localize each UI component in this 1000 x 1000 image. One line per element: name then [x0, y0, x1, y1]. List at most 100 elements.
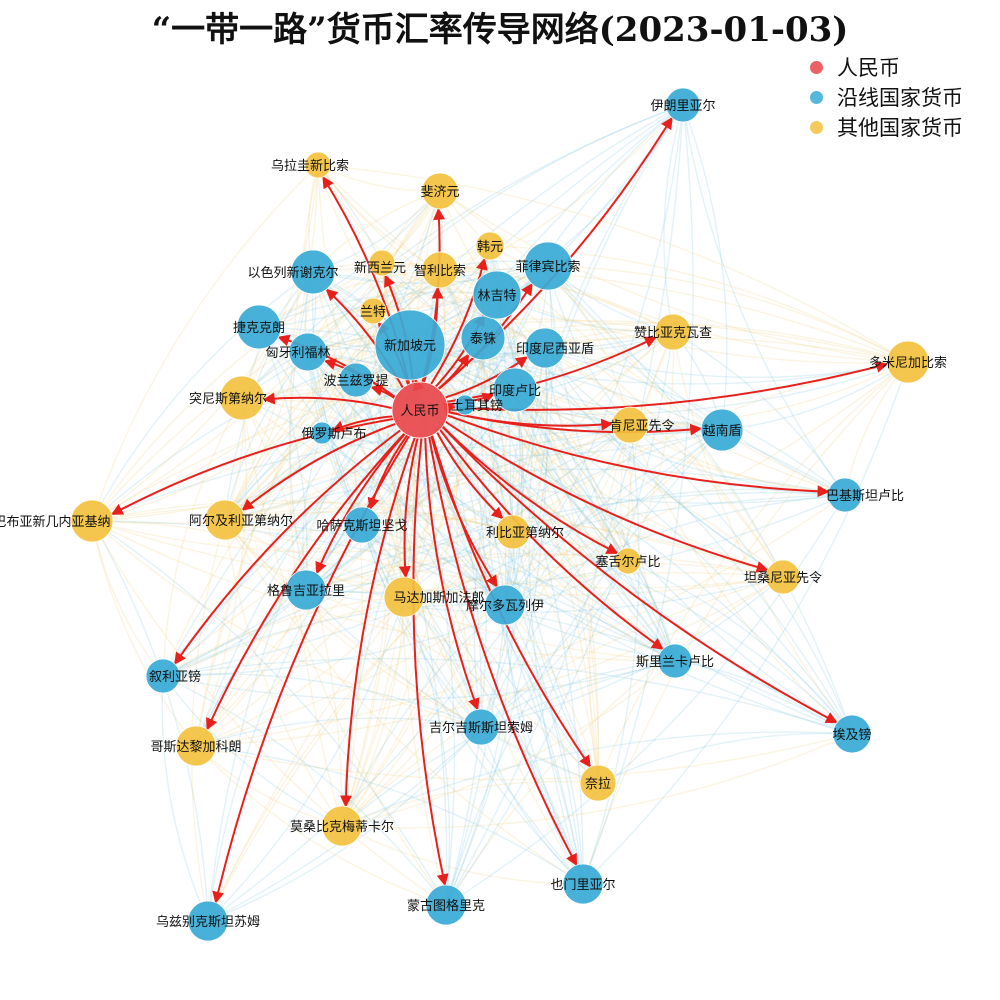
node-label: 埃及镑	[832, 727, 871, 743]
transmission-edge	[241, 397, 447, 906]
node-circle	[290, 249, 336, 295]
transmission-edge	[91, 190, 441, 522]
node-label: 兰特	[360, 305, 386, 320]
transmission-edge	[195, 429, 723, 747]
transmission-edge	[361, 524, 584, 885]
transmission-edge	[162, 389, 516, 677]
transmission-edge	[207, 524, 363, 922]
transmission-edge	[403, 596, 584, 885]
node-other: 兰特	[359, 297, 387, 325]
transmission-edge	[91, 502, 784, 578]
node-other: 突尼斯第纳尔	[189, 375, 267, 421]
rmb-transmission-edge	[441, 426, 838, 724]
rmb-transmission-edge	[110, 417, 394, 516]
node-circle	[832, 714, 872, 754]
transmission-edge	[224, 519, 482, 728]
transmission-edge	[307, 351, 784, 578]
transmission-edge	[445, 576, 784, 906]
transmission-edge	[317, 164, 482, 728]
node-belt-road: 菲律宾比索	[515, 241, 581, 291]
transmission-edge	[312, 266, 909, 363]
transmission-edge	[504, 389, 525, 606]
transmission-edge	[224, 310, 374, 521]
rmb-transmission-edge	[241, 422, 396, 511]
transmission-edge	[289, 271, 314, 591]
transmission-edge	[321, 424, 631, 449]
transmission-edge	[162, 397, 243, 677]
node-other: 巴布亚新几内亚基纳	[0, 499, 114, 543]
transmission-edge	[399, 190, 447, 906]
rmb-transmission-edge	[428, 436, 578, 867]
transmission-edge	[91, 271, 314, 522]
rmb-transmission-edge	[331, 415, 393, 432]
legend-dot-icon	[810, 60, 823, 74]
transmission-edge	[627, 560, 853, 735]
rmb-transmission-edge	[424, 437, 480, 711]
node-label: 新西兰元	[354, 260, 406, 276]
transmission-edge	[544, 347, 784, 578]
transmission-edge	[514, 389, 853, 735]
node-belt-road: 新加坡元	[374, 309, 446, 381]
rmb-transmission-edge	[447, 414, 830, 498]
transmission-edge	[195, 745, 584, 885]
node-label: 吉尔吉斯斯坦索姆	[429, 721, 533, 736]
transmission-edge	[353, 310, 374, 526]
transmission-edge	[241, 294, 498, 399]
transmission-edge	[241, 397, 506, 606]
transmission-edge	[91, 271, 314, 522]
node-label: 乌兹别克斯坦苏姆	[156, 914, 260, 930]
rmb-transmission-edge	[206, 432, 406, 731]
node-belt-road: 哈萨克斯坦坚戈	[316, 506, 408, 544]
transmission-edge	[341, 389, 516, 827]
node-other: 哥斯达黎加科朗	[150, 725, 242, 767]
transmission-edge	[307, 351, 514, 533]
node-circle	[175, 725, 217, 767]
transmission-edge	[547, 265, 846, 496]
transmission-edge	[312, 271, 584, 885]
node-other: 坦桑尼亚先令	[744, 559, 822, 595]
transmission-edge	[511, 347, 546, 533]
transmission-edge	[341, 576, 784, 827]
transmission-edge	[258, 291, 498, 328]
transmission-edge	[207, 424, 631, 922]
node-circle	[454, 394, 476, 416]
transmission-edge	[544, 347, 629, 562]
transmission-edge	[307, 351, 506, 606]
transmission-edge	[480, 429, 723, 728]
node-circle	[462, 708, 500, 746]
node-circle	[765, 559, 801, 595]
rmb-transmission-edge	[447, 410, 703, 436]
node-label: 也门里亚尔	[550, 878, 615, 893]
legend: 人民币 沿线国家货币 其他国家货币	[810, 52, 963, 142]
transmission-edge	[341, 733, 853, 829]
transmission-edge	[672, 331, 853, 735]
transmission-edge	[482, 337, 853, 735]
node-circle	[524, 327, 566, 369]
node-label: 韩元	[477, 240, 503, 255]
node-circle	[374, 309, 446, 381]
transmission-edge	[91, 520, 676, 662]
node-circle	[288, 332, 328, 372]
node-other: 斐济元	[420, 172, 460, 210]
node-belt-road: 蒙古图格里克	[407, 884, 485, 926]
node-label: 阿尔及利亚第纳尔	[189, 514, 293, 529]
node-circle	[310, 421, 334, 445]
transmission-edge	[341, 404, 466, 827]
transmission-edge	[393, 190, 441, 598]
transmission-edge	[721, 361, 909, 431]
node-circle	[579, 764, 617, 802]
transmission-edge	[381, 262, 506, 606]
transmission-edge	[514, 389, 676, 662]
transmission-edge	[258, 326, 506, 606]
transmission-edge	[547, 265, 723, 431]
node-belt-road: 俄罗斯卢布	[301, 421, 367, 445]
node-label: 突尼斯第纳尔	[189, 391, 267, 407]
transmission-edge	[207, 560, 629, 922]
node-label: 人民币	[400, 404, 439, 419]
node-other: 肯尼亚先令	[609, 406, 675, 444]
node-label: 智利比索	[414, 264, 466, 279]
transmission-edge	[241, 397, 514, 533]
transmission-edge	[91, 520, 405, 598]
node-circle	[460, 315, 506, 361]
node-other: 新西兰元	[354, 249, 406, 277]
